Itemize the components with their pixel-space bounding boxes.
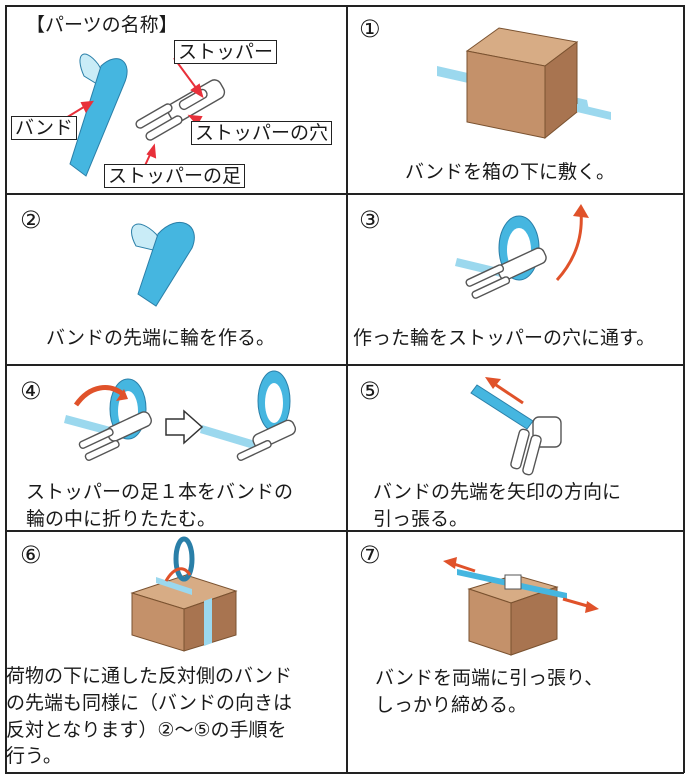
- grid-line: [5, 530, 684, 532]
- next-arrow-icon: [165, 409, 204, 445]
- step-6-number: ⑥: [20, 541, 42, 569]
- step-5-number: ⑤: [359, 377, 381, 405]
- step-4-text-line-2: 輪の中に折りたたむ。: [26, 508, 217, 530]
- grid-line: [5, 5, 7, 773]
- step-7-text-line-2: しっかり締める。: [375, 694, 528, 716]
- step-5-cell: ⑤ バンドの先端を矢印の方向に 引っ張る。: [347, 365, 683, 530]
- step-6-text-line-4: 行う。: [6, 745, 62, 767]
- stopper-icon: [455, 215, 547, 299]
- parts-title: 【パーツの名称】: [26, 14, 178, 36]
- step-6-text-line-3: 反対となります）②～⑤の手順を: [6, 719, 287, 741]
- step-4-number: ④: [20, 377, 42, 405]
- grid-line: [346, 5, 348, 773]
- grid-line: [5, 193, 684, 195]
- step-5-text-line-1: バンドの先端を矢印の方向に: [373, 481, 621, 503]
- arrow-icon: [443, 557, 599, 613]
- stopper-icon: [135, 79, 226, 141]
- step-1-cell: ① バンドを箱の下に敷く。: [347, 6, 683, 193]
- parts-cell: 【パーツの名称】 ストッパー バンド ストッパーの穴 ストッパー: [6, 6, 346, 193]
- arrow-icon: [485, 377, 524, 405]
- arrow-icon: [555, 204, 589, 282]
- box-icon: [457, 569, 567, 656]
- grid-line: [5, 772, 684, 774]
- step-3-text-line-1: 作った輪をストッパーの穴に通す。: [353, 327, 656, 349]
- step-2-cell: ② バンドの先端に輪を作る。: [6, 194, 346, 364]
- grid-line: [5, 364, 684, 366]
- stopper-icon: [64, 370, 297, 461]
- step-1-text-line-1: バンドを箱の下に敷く。: [405, 161, 615, 183]
- label-stopper-hole: ストッパーの穴: [191, 121, 333, 145]
- box-icon: [130, 536, 238, 652]
- label-band: バンド: [11, 116, 77, 140]
- label-stopper: ストッパー: [174, 40, 278, 64]
- step-3-cell: ③ 作った輪をストッパーの穴に通す。: [347, 194, 683, 364]
- grid-line: [683, 5, 685, 773]
- step-7-text-line-1: バンドを両端に引っ張り、: [375, 667, 604, 689]
- step-6-text-line-1: 荷物の下に通した反対側のバンド: [6, 665, 292, 687]
- step-3-number: ③: [359, 206, 381, 234]
- step-4-cell: ④ ストッパーの足１本をバンドの 輪の中に折りたたむ。: [6, 365, 346, 530]
- step-4-text-line-1: ストッパーの足１本をバンドの: [26, 481, 293, 503]
- step-6-cell: ⑥ 荷物の下に通した反対側のバンド の先端も同様に（バンドの向きは 反対となりま…: [6, 531, 346, 772]
- step-7-cell: ⑦ バンドを両端に引っ張り、 しっかり締める。: [347, 531, 683, 772]
- step-5-text-line-2: 引っ張る。: [373, 508, 469, 530]
- band-icon: [69, 53, 128, 177]
- box-icon: [437, 27, 611, 140]
- step-7-number: ⑦: [359, 541, 381, 569]
- grid-line: [5, 5, 684, 7]
- step-1-number: ①: [359, 15, 381, 43]
- band-icon: [131, 222, 195, 307]
- step-6-text-line-2: の先端も同様に（バンドの向きは: [6, 692, 292, 714]
- step-2-text-line-1: バンドの先端に輪を作る。: [46, 327, 275, 349]
- label-stopper-foot: ストッパーの足: [104, 164, 246, 188]
- step-2-number: ②: [20, 206, 42, 234]
- stopper-icon: [470, 384, 562, 476]
